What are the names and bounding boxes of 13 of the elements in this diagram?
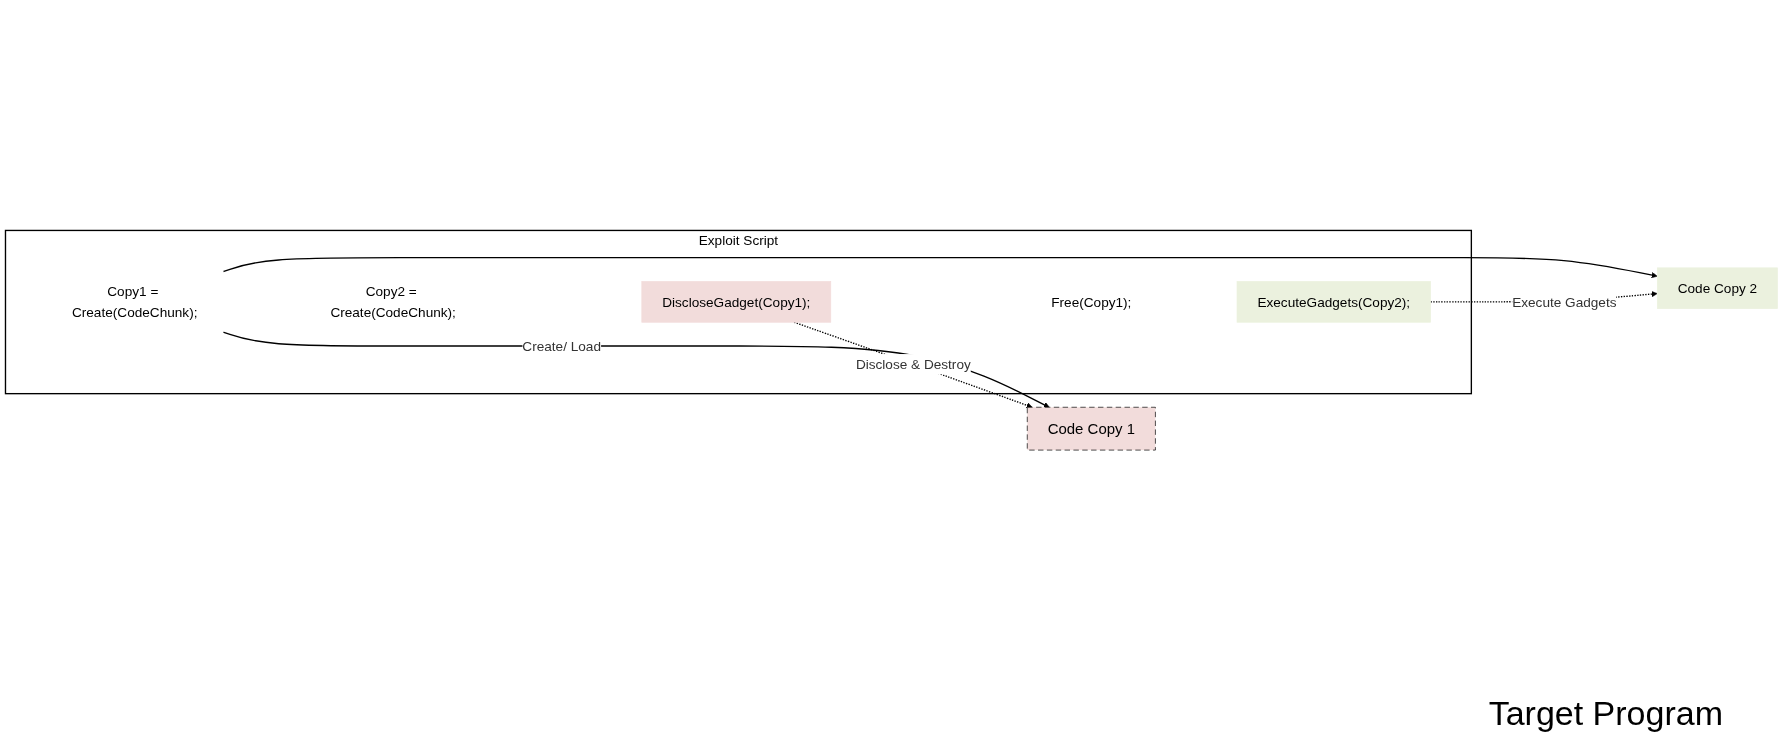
node-box: Code Copy 2 [1656,267,1778,309]
edge-label: Disclose & Destroy [855,356,971,372]
edge-label: Execute Gadgets [1512,294,1617,310]
node-box: DiscloseGadget(Copy1); [641,280,832,323]
arrow [222,256,1658,278]
node-text: Copy2 = Create(CodeChunk); [330,283,456,320]
arrow [222,331,1050,408]
node-box: ExecuteGadgets(Copy2); [1236,280,1431,323]
group-caption: Target Program [1488,694,1723,733]
node-text: Copy1 = Create(CodeChunk); [71,283,198,320]
node-box: Code Copy 1 [1026,406,1156,451]
node-text: Free(Copy1); [1051,294,1132,310]
edge-label: Create/ Load [522,338,601,354]
